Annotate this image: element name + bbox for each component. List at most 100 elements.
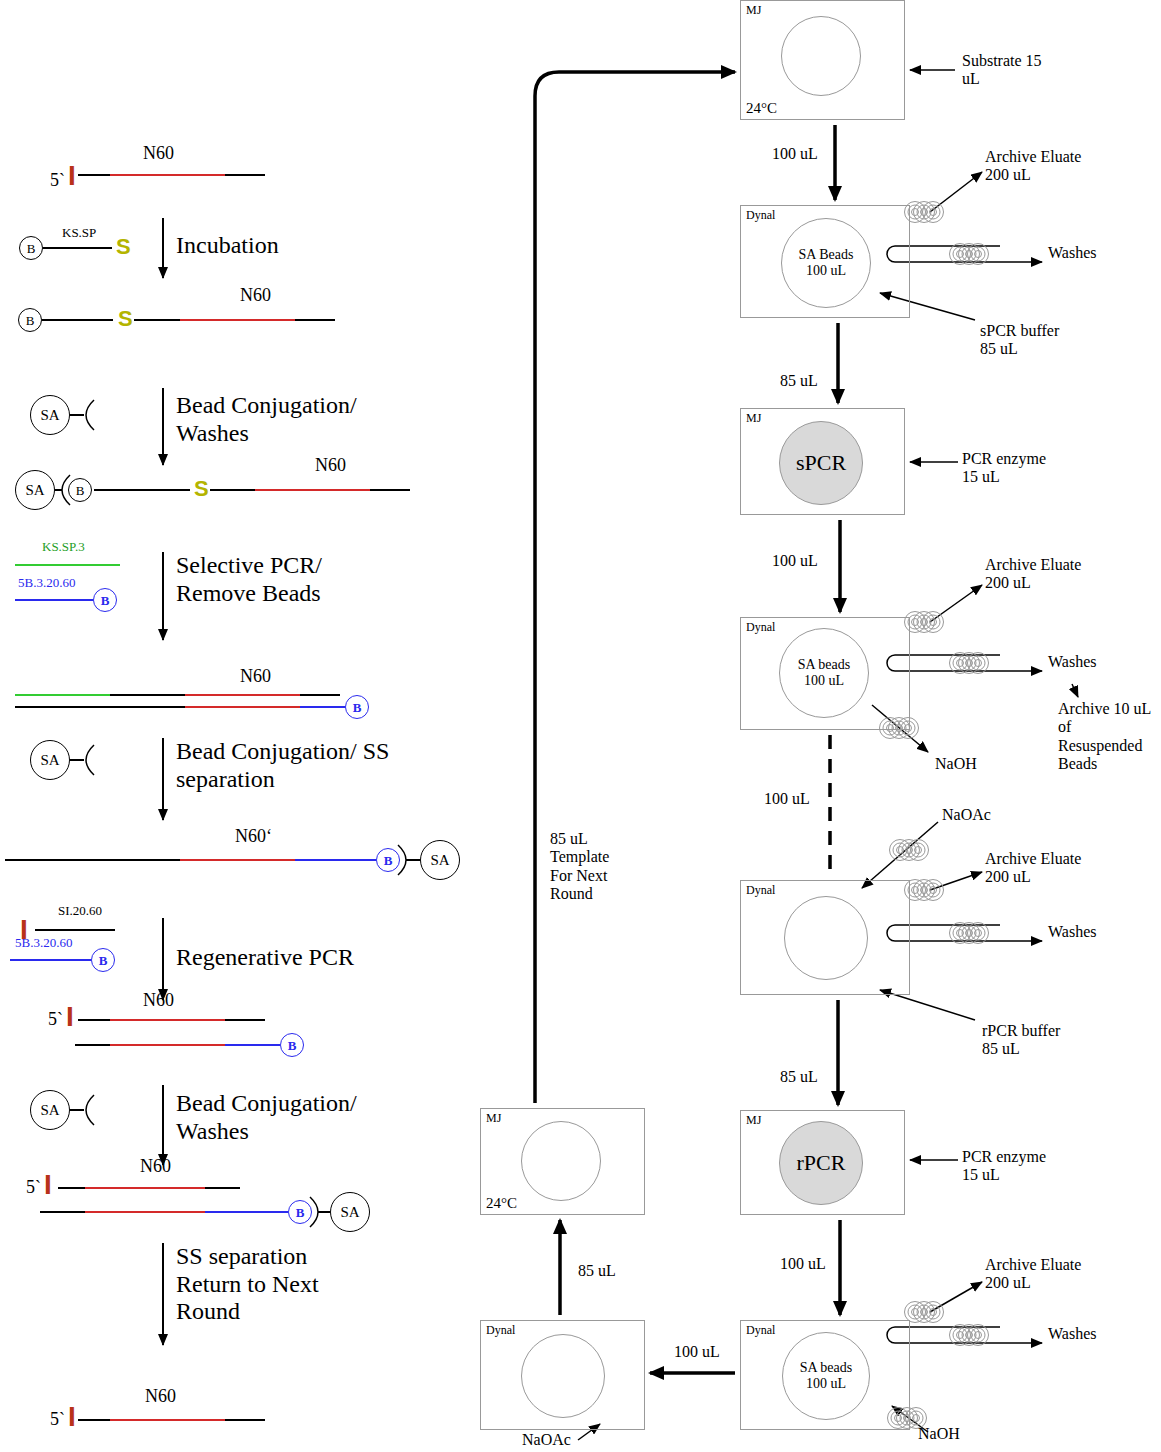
diagram-label: Archive Eluate 200 uL <box>985 556 1100 593</box>
dna-strand <box>110 1044 225 1046</box>
volume-label: 100 uL <box>672 1343 722 1361</box>
biotin-tag: B <box>280 1033 304 1057</box>
dna-strand <box>42 319 113 321</box>
diagram-label: SS separation Return to Next Round <box>176 1243 336 1326</box>
box-label: Dynal <box>746 621 775 634</box>
diagram-label: NaOH <box>918 1425 960 1443</box>
diagram-label: KS.SP <box>62 226 96 241</box>
well-label: rPCR <box>791 1150 852 1175</box>
volume-label: 85 uL <box>576 1262 618 1280</box>
diagram-label: PCR enzyme 15 uL <box>962 450 1062 487</box>
process-box: Dynal <box>740 880 910 995</box>
dna-strand <box>110 1019 225 1021</box>
diagram-label: Archive Eluate 200 uL <box>985 850 1100 887</box>
dna-strand <box>15 694 110 696</box>
tube-coil <box>915 847 922 854</box>
dna-strand <box>370 489 410 491</box>
diagram-label: Archive Eluate 200 uL <box>985 148 1100 185</box>
tube-coil <box>971 656 985 670</box>
well-circle <box>784 896 868 980</box>
biotin-tag: B <box>93 588 117 612</box>
tube-coil <box>898 718 919 739</box>
volume-label: 100 uL <box>770 145 820 163</box>
volume-label: 100 uL <box>770 552 820 570</box>
diagram-label: N60 <box>143 143 174 164</box>
tube-coil <box>930 887 937 894</box>
diagram-label: Washes <box>1048 1325 1096 1343</box>
diagram-label: S <box>194 476 209 501</box>
diagram-label: Washes <box>1048 244 1096 262</box>
leader-arrow <box>930 172 982 212</box>
streptavidin-cup <box>86 745 94 775</box>
well-circle <box>781 16 861 96</box>
step-arrow <box>162 388 164 465</box>
diagram-label: 5` <box>50 170 65 191</box>
tube-coil <box>971 1328 985 1342</box>
leader-arrow <box>910 1159 958 1161</box>
process-box: MJ24°C <box>740 0 905 120</box>
dna-strand <box>205 1211 288 1213</box>
dna-strand <box>185 706 300 708</box>
diagram-label: 5` <box>26 1177 41 1198</box>
diagram-label: I <box>66 1001 74 1033</box>
process-box: DynalSA beads 100 uL <box>740 1320 910 1430</box>
volume-label: 85 uL <box>778 1068 820 1086</box>
tube-coil <box>975 660 982 667</box>
bead-label: SA <box>40 753 59 768</box>
diagram-label: PCR enzyme 15 uL <box>962 1148 1062 1185</box>
volume-label: 85 uL Template For Next Round <box>548 830 634 904</box>
tube-coil <box>968 653 989 674</box>
tube-coil <box>975 1332 982 1339</box>
diagram-label: NaOH <box>935 755 977 773</box>
streptavidin-bead: SA <box>330 1192 370 1232</box>
diagram-label: S <box>118 306 133 331</box>
bead-label: B <box>101 594 110 607</box>
diagram-label: N60 <box>240 285 271 306</box>
diagram-label: NaOAc <box>522 1431 571 1449</box>
diagram-label: N60 <box>143 990 174 1011</box>
diagram-label: Incubation <box>176 232 279 260</box>
box-label: MJ <box>486 1112 501 1125</box>
diagram-label: sPCR buffer 85 uL <box>980 322 1075 359</box>
dna-strand <box>70 1109 84 1111</box>
dna-strand <box>75 1044 110 1046</box>
diagram-label: Washes <box>1048 653 1096 671</box>
step-arrow <box>162 738 164 820</box>
dna-strand <box>295 859 376 861</box>
dna-strand <box>225 174 265 176</box>
tube-coil <box>901 721 915 735</box>
biotin-tag: B <box>376 848 400 872</box>
well-label: SA beads 100 uL <box>791 657 856 689</box>
leader-arrow <box>1072 684 1078 697</box>
well-circle: rPCR <box>779 1121 863 1205</box>
flow-arrow <box>836 1000 840 1105</box>
tube-coil <box>914 612 935 633</box>
tube-coil <box>959 923 980 944</box>
leader-arrow <box>910 461 958 463</box>
diagram-label: N60 <box>145 1386 176 1407</box>
bead-label: SA <box>25 483 44 498</box>
dna-strand <box>205 1187 240 1189</box>
process-box: DynalSA Beads 100 uL <box>740 205 910 318</box>
step-arrow <box>162 1085 164 1165</box>
flow-arrow <box>650 1371 735 1375</box>
bead-label: B <box>296 1206 305 1219</box>
streptavidin-bead: SA <box>30 395 70 435</box>
bead-label: SA <box>40 1103 59 1118</box>
tube-coil <box>975 251 982 258</box>
dna-strand <box>15 599 93 601</box>
dna-strand <box>180 319 295 321</box>
dna-strand <box>110 174 225 176</box>
tube-coil <box>909 1411 923 1425</box>
tube-coil <box>923 202 944 223</box>
dna-strand <box>110 1419 225 1421</box>
dna-strand <box>94 489 190 491</box>
dna-strand <box>110 694 185 696</box>
dna-strand <box>225 1044 280 1046</box>
box-label: 24°C <box>746 100 777 117</box>
process-box: Dynal <box>480 1320 645 1430</box>
flow-arrow <box>828 735 832 875</box>
diagram-label: N60‘ <box>235 826 272 847</box>
dna-strand <box>406 859 420 861</box>
